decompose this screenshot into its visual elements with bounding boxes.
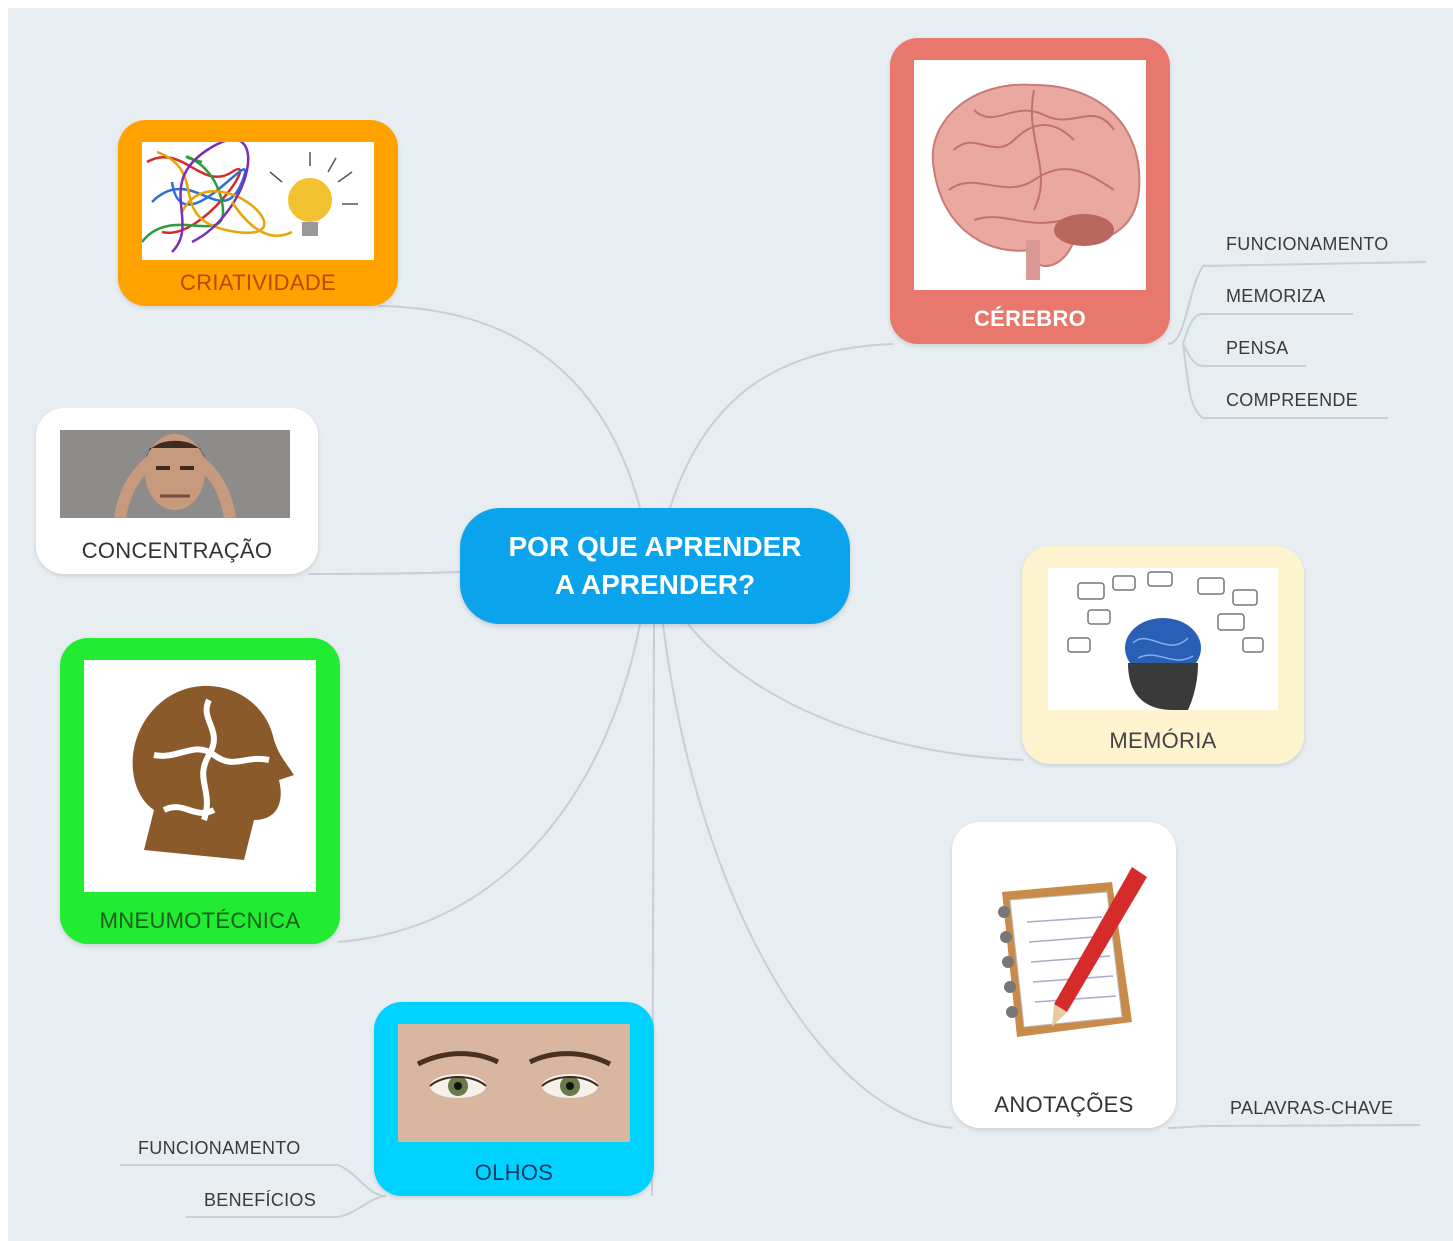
link-anotacoes-children: [1167, 1124, 1421, 1129]
cerebro-child-pensa[interactable]: PENSA: [1226, 338, 1289, 358]
topic-label: MNEUMOTÉCNICA: [99, 908, 301, 933]
topic-criatividade[interactable]: CRIATIVIDADE: [118, 120, 398, 306]
head-thoughts-icon: [1048, 568, 1278, 710]
link-anotacoes: [662, 623, 954, 1129]
central-topic-line1: POR QUE APRENDER: [508, 531, 802, 562]
link-concentracao: [307, 571, 461, 575]
brain-icon: [914, 60, 1146, 290]
topic-cerebro[interactable]: CÉREBRO: [890, 38, 1170, 344]
topic-label: CÉREBRO: [973, 306, 1087, 331]
topic-label: MEMÓRIA: [1109, 728, 1217, 753]
eyes-icon: [398, 1024, 630, 1142]
topic-label: ANOTAÇÕES: [994, 1092, 1134, 1117]
link-mneumotecnica: [337, 623, 641, 943]
topic-label: CONCENTRAÇÃO: [81, 538, 273, 563]
topic-label: CRIATIVIDADE: [180, 270, 336, 295]
link-memoria: [687, 623, 1024, 761]
topic-olhos[interactable]: OLHOS: [374, 1002, 654, 1196]
topic-mneumotecnica[interactable]: MNEUMOTÉCNICA: [60, 638, 340, 944]
topic-label: OLHOS: [474, 1160, 554, 1185]
olhos-child-funcionamento[interactable]: FUNCIONAMENTO: [138, 1138, 301, 1158]
connector-lines: [120, 261, 1427, 1218]
link-cerebro-children: [1167, 261, 1427, 419]
notepad-pencil-icon: [972, 862, 1156, 1062]
central-topic[interactable]: POR QUE APRENDER A APRENDER?: [460, 508, 850, 624]
cerebro-child-funcionamento[interactable]: FUNCIONAMENTO: [1226, 234, 1389, 254]
yarn-lightbulb-icon: [142, 142, 374, 260]
topic-concentracao[interactable]: CONCENTRAÇÃO: [36, 408, 318, 574]
link-cerebro: [669, 343, 894, 509]
link-olhos-children: [120, 1164, 387, 1218]
cerebro-child-memoriza[interactable]: MEMORIZA: [1226, 286, 1326, 306]
mind-map-canvas: CRIATIVIDADE CÉREBRO FUNCIONAMENTO MEMOR…: [8, 8, 1453, 1241]
puzzle-head-icon: [84, 660, 316, 892]
link-criatividade: [377, 305, 641, 509]
olhos-child-beneficios[interactable]: BENEFÍCIOS: [204, 1190, 317, 1210]
central-topic-line2: A APRENDER?: [554, 569, 756, 600]
topic-anotacoes[interactable]: ANOTAÇÕES: [952, 822, 1176, 1128]
anotacoes-child-palavras-chave[interactable]: PALAVRAS-CHAVE: [1230, 1098, 1394, 1118]
cerebro-child-compreende[interactable]: COMPREENDE: [1226, 390, 1359, 410]
man-concentrating-icon: [60, 430, 290, 518]
topic-memoria[interactable]: MEMÓRIA: [1022, 546, 1304, 764]
